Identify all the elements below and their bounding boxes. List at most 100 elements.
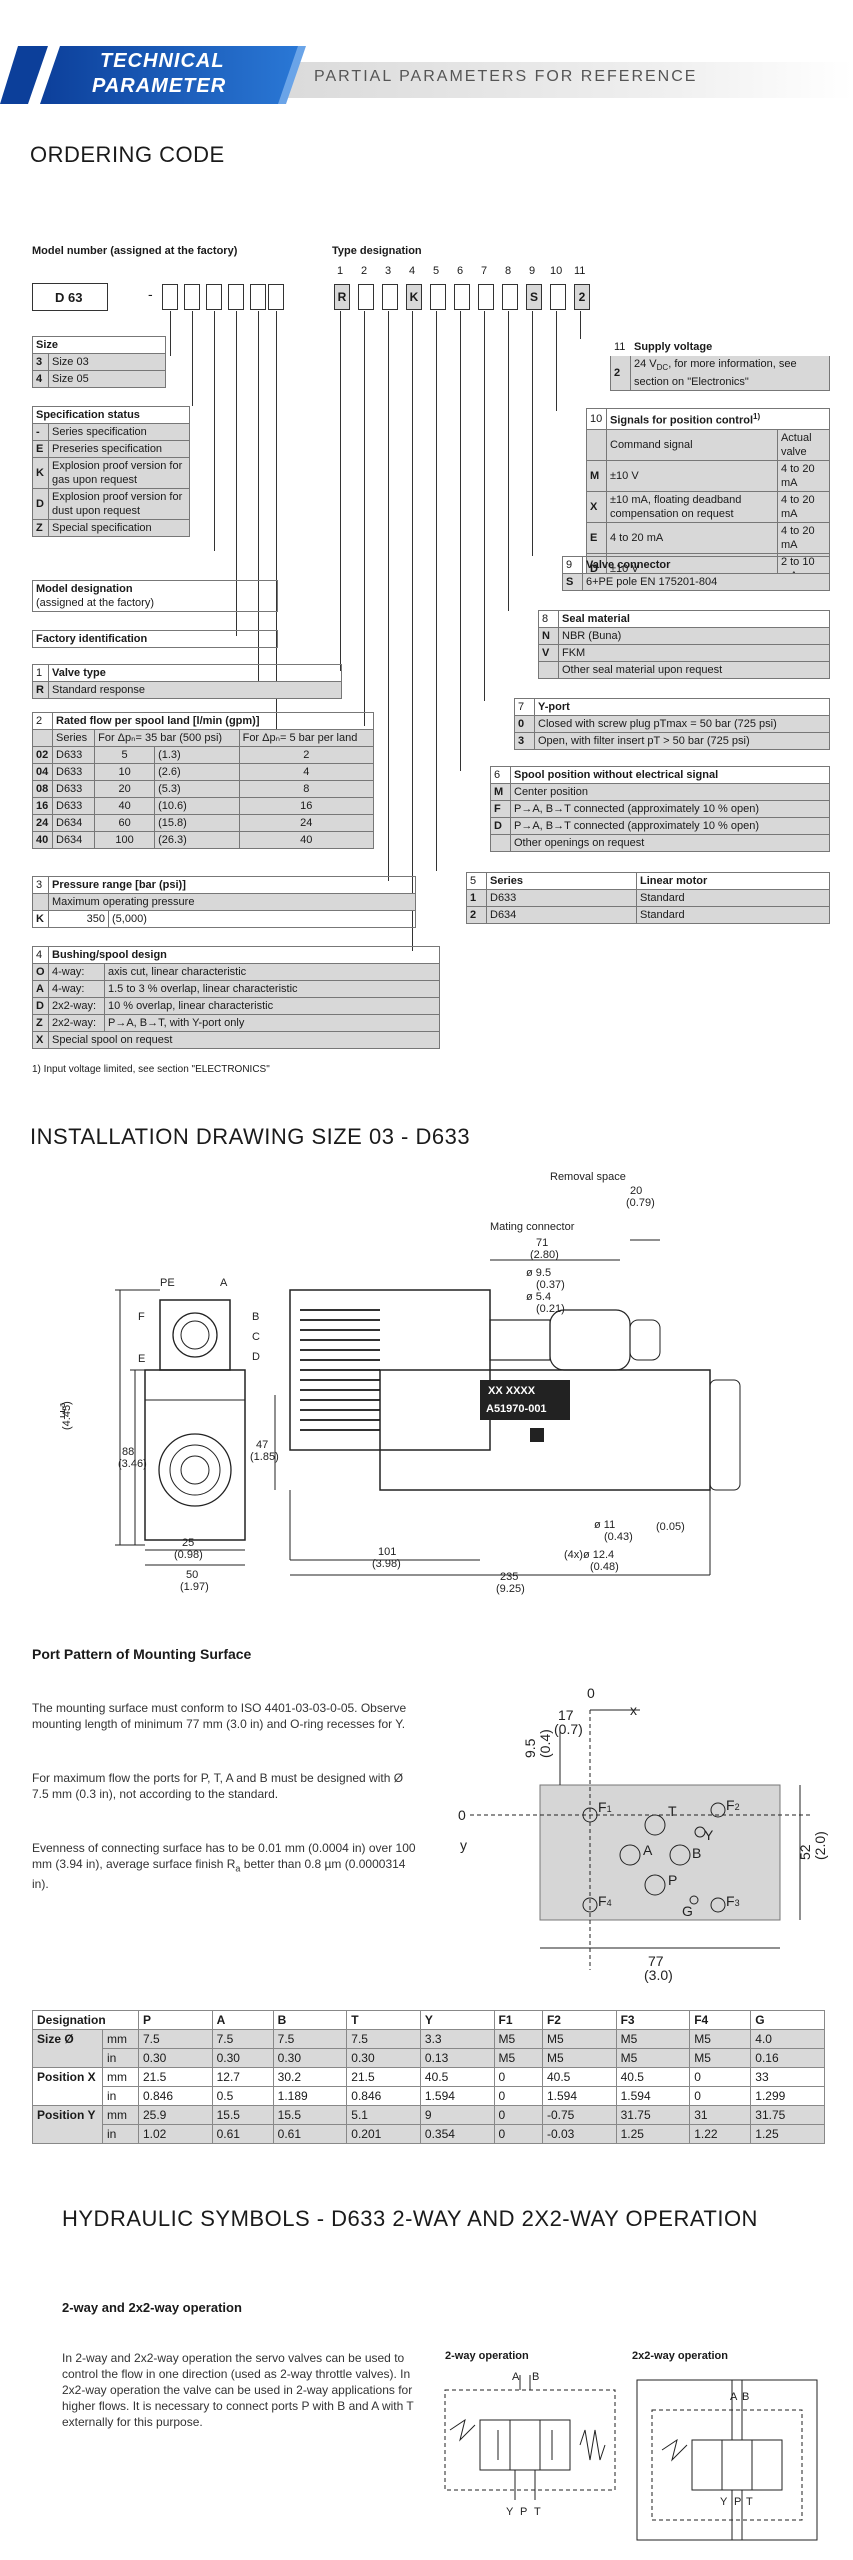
- model-code-box: [228, 284, 244, 310]
- svg-text:B: B: [742, 2391, 749, 2403]
- position-number: 3: [385, 265, 392, 277]
- svg-text:A51970-001: A51970-001: [486, 1403, 547, 1415]
- svg-text:PE: PE: [160, 1277, 175, 1289]
- type-designation-label: Type designation: [332, 245, 422, 257]
- svg-text:ø 9.5: ø 9.5: [526, 1267, 551, 1279]
- port-B: [669, 1844, 691, 1866]
- svg-text:(0.05): (0.05): [656, 1521, 685, 1533]
- type-code-box: [454, 284, 470, 310]
- type-code-box: [550, 284, 566, 310]
- port-P: [644, 1874, 666, 1896]
- port-Y: [694, 1826, 706, 1838]
- ordering-title: ORDERING CODE: [30, 142, 225, 167]
- svg-text:(0.79): (0.79): [626, 1197, 655, 1209]
- svg-text:T: T: [668, 1803, 677, 1819]
- port-title: Port Pattern of Mounting Surface: [32, 1646, 252, 1662]
- svg-text:Y: Y: [720, 2496, 728, 2508]
- svg-text:Y: Y: [704, 1827, 714, 1843]
- two-way-caption: 2-way operation: [445, 2350, 529, 2362]
- svg-text:Mating connector: Mating connector: [490, 1221, 575, 1233]
- type-code-box: S: [526, 284, 542, 310]
- svg-text:D: D: [252, 1351, 260, 1363]
- banner-subtitle: PARTIAL PARAMETERS FOR REFERENCE: [314, 68, 698, 85]
- port-para-3: Evenness of connecting surface has to be…: [32, 1841, 416, 1892]
- svg-text:20: 20: [630, 1185, 642, 1197]
- svg-text:(2.80): (2.80): [530, 1249, 559, 1261]
- table-row: X±10 mA, floating deadband compensation …: [586, 490, 831, 523]
- svg-text:71: 71: [536, 1237, 548, 1249]
- svg-text:(4x)ø 12.4: (4x)ø 12.4: [564, 1549, 614, 1561]
- svg-text:F1: F1: [598, 1799, 612, 1815]
- port-F4: [582, 1897, 598, 1913]
- position-number: 11: [574, 265, 586, 277]
- svg-text:(3.46): (3.46): [118, 1458, 147, 1470]
- svg-text:E: E: [138, 1353, 145, 1365]
- svg-text:Y: Y: [506, 2506, 514, 2518]
- svg-text:(4.45): (4.45): [61, 1401, 73, 1430]
- model-code-box: [206, 284, 222, 310]
- svg-text:0: 0: [587, 1685, 595, 1701]
- mating-connector: [489, 1319, 551, 1361]
- svg-text:y: y: [460, 1837, 467, 1853]
- banner-shape: [0, 46, 306, 104]
- installation-drawing: XX XXXX A51970-001 Removal space 20 (0.7…: [60, 1171, 741, 1595]
- type-code-box: K: [406, 284, 422, 310]
- type-code-box: R: [334, 284, 350, 310]
- port-para-1: The mounting surface must conform to ISO…: [32, 1701, 407, 1731]
- position-number: 2: [361, 265, 368, 277]
- type-code-box: 2: [574, 284, 590, 310]
- svg-text:P: P: [520, 2506, 527, 2518]
- svg-text:A: A: [512, 2371, 520, 2383]
- port-para-2: For maximum flow the ports for P, T, A a…: [32, 1771, 404, 1801]
- port-G: [689, 1895, 699, 1905]
- svg-text:C: C: [252, 1331, 260, 1343]
- svg-text:235: 235: [500, 1571, 518, 1583]
- svg-text:17: 17: [558, 1707, 574, 1723]
- type-code-box: [502, 284, 518, 310]
- svg-text:88: 88: [122, 1446, 134, 1458]
- svg-text:XX XXXX: XX XXXX: [488, 1385, 536, 1397]
- svg-text:B: B: [692, 1845, 701, 1861]
- type-code-box: [478, 284, 494, 310]
- hydraulic-subtitle: 2-way and 2x2-way operation: [62, 2300, 242, 2315]
- banner-strip: [260, 62, 853, 98]
- svg-text:101: 101: [378, 1546, 396, 1558]
- position-number: 7: [481, 265, 488, 277]
- svg-text:A: A: [730, 2391, 738, 2403]
- model-designation: Model designation(assigned at the factor…: [32, 580, 278, 612]
- svg-text:(1.85): (1.85): [250, 1451, 279, 1463]
- port-F3: [710, 1897, 726, 1913]
- svg-text:9.5: 9.5: [522, 1738, 538, 1758]
- position-number: 5: [433, 265, 440, 277]
- svg-text:ø 11: ø 11: [594, 1519, 615, 1531]
- position-number: 10: [550, 265, 563, 277]
- header-banner: TECHNICAL PARAMETER PARTIAL PARAMETERS F…: [0, 42, 853, 108]
- svg-text:P: P: [734, 2496, 741, 2508]
- svg-text:50: 50: [186, 1569, 198, 1581]
- model-code-box: [268, 284, 284, 310]
- two-x-two-way-caption: 2x2-way operation: [632, 2350, 728, 2362]
- svg-text:(0.43): (0.43): [604, 1531, 633, 1543]
